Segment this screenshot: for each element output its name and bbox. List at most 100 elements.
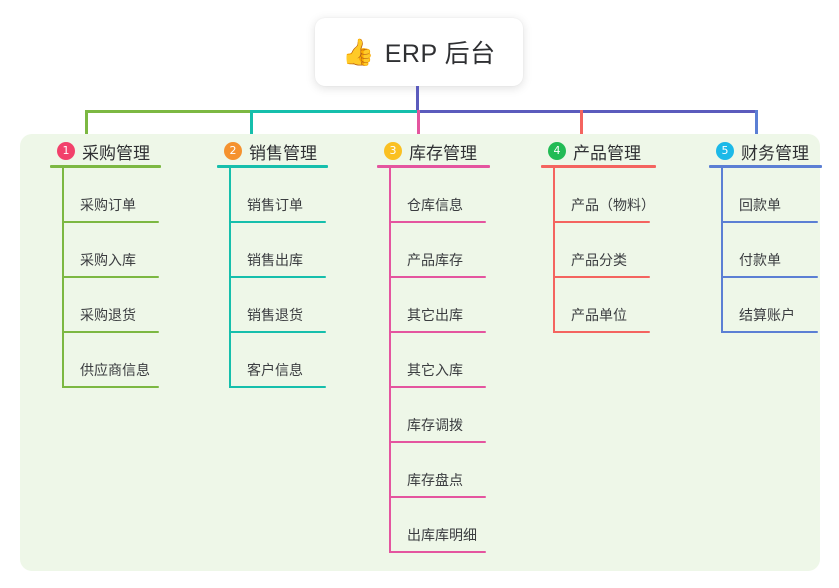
column-badge-5: 5 (716, 142, 734, 160)
column-badge-2: 2 (224, 142, 242, 160)
leaf-rule (389, 276, 486, 278)
column-spine-3 (389, 168, 391, 553)
leaf-rule (389, 331, 486, 333)
leaf-rule (389, 386, 486, 388)
leaf-item[interactable]: 付款单 (721, 223, 818, 278)
column-header-rule-2 (217, 165, 328, 168)
leaf-label: 采购入库 (80, 252, 136, 268)
connector-drop-purchasing (85, 110, 88, 142)
leaf-label: 库存盘点 (407, 472, 463, 488)
leaf-rule (62, 221, 159, 223)
column-body-4: 产品（物料） 产品分类产品单位 (553, 168, 655, 333)
leaf-item[interactable]: 产品（物料） (553, 168, 655, 223)
leaf-rule (229, 221, 326, 223)
leaf-item[interactable]: 采购入库 (62, 223, 159, 278)
leaf-label: 仓库信息 (407, 197, 463, 213)
leaf-label: 产品单位 (571, 307, 627, 323)
leaf-item[interactable]: 结算账户 (721, 278, 818, 333)
thumbs-up-icon: 👍 (342, 37, 375, 67)
column-header-rule-4 (541, 165, 656, 168)
leaf-item[interactable]: 采购退货 (62, 278, 159, 333)
leaf-item[interactable]: 出库库明细 (389, 498, 486, 553)
leaf-item[interactable]: 库存调拨 (389, 388, 486, 443)
leaf-rule (389, 441, 486, 443)
column-title-1: 采购管理 (82, 143, 150, 163)
leaf-rule (62, 331, 159, 333)
root-node[interactable]: 👍 ERP 后台 (315, 18, 523, 86)
column-header-rule-5 (709, 165, 822, 168)
leaf-item[interactable]: 供应商信息 (62, 333, 159, 388)
leaf-label: 库存调拨 (407, 417, 463, 433)
leaf-item[interactable]: 产品单位 (553, 278, 650, 333)
column-spine-5 (721, 168, 723, 333)
column-spine-4 (553, 168, 555, 333)
leaf-item[interactable]: 其它入库 (389, 333, 486, 388)
leaf-rule (721, 221, 818, 223)
column-header-3[interactable]: 3 库存管理 (362, 134, 490, 168)
connector-segment-teal (250, 110, 417, 113)
leaf-label: 销售订单 (247, 197, 303, 213)
leaf-rule (229, 276, 326, 278)
leaf-label: 出库库明细 (407, 527, 477, 543)
column-title-4: 产品管理 (573, 143, 641, 163)
column-title-3: 库存管理 (409, 143, 477, 163)
connector-segment-green (85, 110, 250, 113)
column-spine-2 (229, 168, 231, 388)
column-body-5: 回款单付款单结算账户 (721, 168, 818, 333)
column-badge-3: 3 (384, 142, 402, 160)
leaf-rule (389, 551, 486, 553)
leaf-item[interactable]: 采购订单 (62, 168, 159, 223)
column-badge-1: 1 (57, 142, 75, 160)
leaf-label: 付款单 (739, 252, 781, 268)
leaf-label: 采购订单 (80, 197, 136, 213)
column-body-1: 采购订单采购入库采购退货供应商信息 (62, 168, 159, 388)
connector-root-stem (416, 86, 419, 113)
leaf-label: 产品（物料） (571, 197, 655, 213)
leaf-label: 其它入库 (407, 362, 463, 378)
leaf-rule (389, 496, 486, 498)
connector-drop-inventory (417, 110, 420, 142)
root-title: ERP 后台 (384, 40, 496, 68)
column-header-4[interactable]: 4 产品管理 (526, 134, 656, 168)
leaf-item[interactable]: 销售退货 (229, 278, 326, 333)
column-3: 3 库存管理仓库信息产品库存其它出库其它入库库存调拨库存盘点出库库明细 (362, 134, 490, 553)
leaf-item[interactable]: 其它出库 (389, 278, 486, 333)
leaf-rule (62, 386, 159, 388)
leaf-rule (229, 331, 326, 333)
leaf-rule (721, 331, 818, 333)
connector-drop-product (580, 110, 583, 142)
column-header-rule-3 (377, 165, 490, 168)
connector-segment-indigo (417, 110, 757, 113)
column-badge-4: 4 (548, 142, 566, 160)
leaf-rule (553, 276, 650, 278)
leaf-item[interactable]: 仓库信息 (389, 168, 486, 223)
leaf-label: 销售退货 (247, 307, 303, 323)
column-spine-1 (62, 168, 64, 388)
leaf-item[interactable]: 销售出库 (229, 223, 326, 278)
leaf-rule (553, 331, 650, 333)
leaf-item[interactable]: 回款单 (721, 168, 818, 223)
leaf-label: 采购退货 (80, 307, 136, 323)
column-1: 1 采购管理采购订单采购入库采购退货供应商信息 (35, 134, 161, 388)
column-header-rule-1 (50, 165, 161, 168)
leaf-item[interactable]: 产品分类 (553, 223, 650, 278)
leaf-item[interactable]: 库存盘点 (389, 443, 486, 498)
column-4: 4 产品管理产品（物料） 产品分类产品单位 (526, 134, 656, 333)
leaf-item[interactable]: 客户信息 (229, 333, 326, 388)
leaf-item[interactable]: 产品库存 (389, 223, 486, 278)
leaf-rule (229, 386, 326, 388)
connector-drop-sales (250, 110, 253, 142)
column-header-1[interactable]: 1 采购管理 (35, 134, 161, 168)
leaf-label: 回款单 (739, 197, 781, 213)
leaf-rule (389, 221, 486, 223)
connector-drop-finance (755, 110, 758, 142)
leaf-label: 供应商信息 (80, 362, 150, 378)
column-body-2: 销售订单销售出库销售退货客户信息 (229, 168, 326, 388)
leaf-label: 客户信息 (247, 362, 303, 378)
leaf-item[interactable]: 销售订单 (229, 168, 326, 223)
